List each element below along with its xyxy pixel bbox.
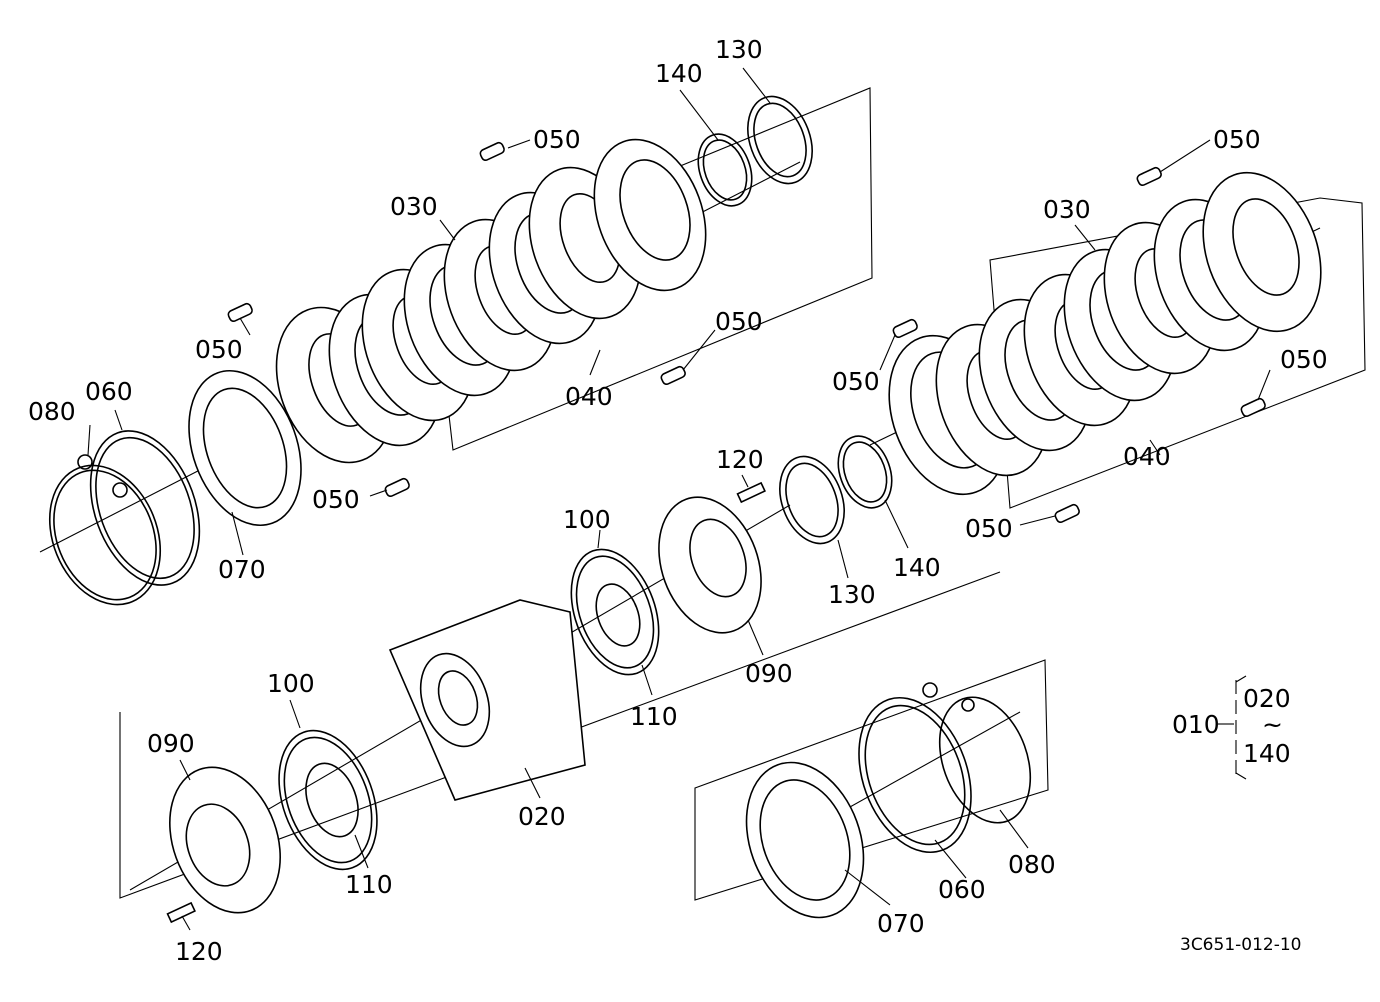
label-020: 020: [518, 802, 566, 831]
assembly-range-legend: 010 020 ~ 140: [1172, 675, 1291, 780]
legend-from-020: 020: [1243, 684, 1291, 713]
label-050-left-pin: 050: [195, 335, 243, 364]
snap-ring-080-left: [48, 454, 162, 606]
label-080-left: 080: [28, 397, 76, 426]
label-100-upper: 100: [563, 505, 611, 534]
label-140-right: 140: [893, 553, 941, 582]
end-plate-070-right: [745, 761, 865, 919]
label-080-right: 080: [1008, 850, 1056, 879]
springs-120: [166, 481, 766, 924]
seal-100-lower: [278, 729, 378, 871]
steel-plate-040-4: [593, 138, 707, 292]
label-050-right-left: 050: [832, 367, 880, 396]
label-040-right: 040: [1123, 442, 1171, 471]
label-120-lower: 120: [175, 937, 223, 966]
snap-ring-140-right: [837, 435, 893, 509]
label-090-lower: 090: [147, 729, 195, 758]
spring-pins-050-upper-left: [227, 141, 686, 497]
washer-130-upper: [747, 95, 813, 185]
label-050-right-right: 050: [1280, 345, 1328, 374]
label-050-right-bottom: 050: [965, 514, 1013, 543]
label-140-top: 140: [655, 59, 703, 88]
clutch-hub-020: [388, 599, 586, 801]
spring-pins-050-upper-right: [892, 166, 1266, 523]
ring-060-right: [858, 682, 972, 854]
piston-090-upper: [658, 496, 762, 634]
label-030-right: 030: [1043, 195, 1091, 224]
label-060-right: 060: [938, 875, 986, 904]
label-110-lower: 110: [345, 870, 393, 899]
label-060-left: 060: [85, 377, 133, 406]
snap-ring-140-upper: [697, 133, 753, 207]
washer-130-right: [779, 455, 845, 545]
label-070-right: 070: [877, 909, 925, 938]
end-plate-070-left: [188, 369, 302, 527]
upper-left-clutch-pack: [48, 95, 813, 606]
ring-060-left: [89, 430, 201, 586]
label-030-left: 030: [390, 192, 438, 221]
snap-ring-080-right: [938, 696, 1032, 824]
label-070-left: 070: [218, 555, 266, 584]
label-110-upper: 110: [630, 702, 678, 731]
label-050-top-left: 050: [533, 125, 581, 154]
seal-110-lower: [305, 762, 359, 838]
legend-tilde: ~: [1262, 710, 1283, 739]
leader-lines: [87, 67, 1271, 931]
piston-090-lower: [169, 766, 281, 914]
friction-disc-030-r4: [1202, 171, 1322, 333]
label-050-left-bottom: 050: [312, 485, 360, 514]
label-050-top-right: 050: [1213, 125, 1261, 154]
lower-components: [166, 481, 1032, 924]
legend-to-140: 140: [1243, 739, 1291, 768]
seal-100-upper: [570, 548, 660, 676]
drawing-number: 3C651-012-10: [1180, 935, 1301, 955]
label-090-upper: 090: [745, 659, 793, 688]
part-labels: 130 140 050 030 050 050 050 040 080 060 …: [28, 35, 1328, 966]
label-130-right: 130: [828, 580, 876, 609]
label-050-left-right: 050: [715, 307, 763, 336]
label-130-top: 130: [715, 35, 763, 64]
label-100-lower: 100: [267, 669, 315, 698]
seal-110-upper: [595, 583, 641, 647]
legend-parent-010: 010: [1172, 710, 1220, 739]
upper-right-clutch-pack: [779, 166, 1322, 545]
label-040-left: 040: [565, 382, 613, 411]
label-120-upper: 120: [716, 445, 764, 474]
